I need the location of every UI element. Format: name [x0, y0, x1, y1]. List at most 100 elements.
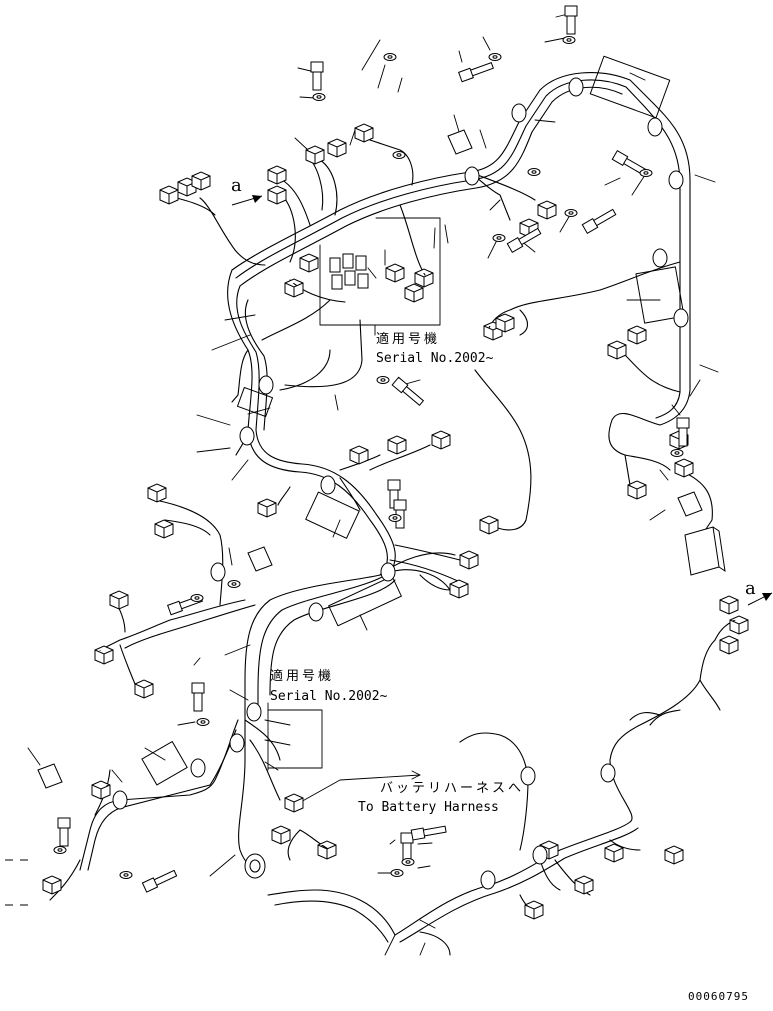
washer-hole-icon	[674, 451, 680, 455]
connector-icon	[42, 875, 62, 895]
connector-icon	[354, 123, 374, 143]
connector-icon	[674, 458, 694, 478]
connector-icon	[627, 325, 647, 345]
connector-icon	[299, 253, 319, 273]
drawing-number: 00060795	[688, 990, 749, 1003]
clamp-icon	[532, 845, 548, 865]
mounting-plates	[141, 55, 685, 786]
clamp-icon	[647, 117, 663, 137]
connector-icon	[284, 793, 304, 813]
battery-harness-en-label: To Battery Harness	[358, 800, 499, 815]
connector-icon	[524, 900, 544, 920]
connector-icon	[94, 645, 114, 665]
clamp-icon	[190, 758, 206, 778]
clamp-icon	[246, 702, 262, 722]
connector-icon	[349, 445, 369, 465]
washer-hole-icon	[492, 55, 498, 59]
connector-icon	[257, 498, 277, 518]
clamp-icon	[600, 763, 616, 783]
spacer-icon	[37, 763, 63, 789]
washer-hole-icon	[566, 38, 572, 42]
spacer-icon	[247, 546, 273, 572]
upper-main-harness	[227, 72, 691, 706]
bolt-icon	[141, 869, 178, 893]
relay-box-icon	[684, 526, 726, 576]
connector-icon	[664, 845, 684, 865]
bolt-icon	[391, 376, 425, 407]
connector-icon	[483, 321, 503, 341]
connector-icon	[317, 840, 337, 860]
relay-icon	[331, 274, 343, 290]
left-middle-harness	[99, 444, 461, 685]
washer-hole-icon	[496, 236, 502, 240]
clamp-icon	[320, 475, 336, 495]
connector-icon	[719, 635, 739, 655]
clamp-icon	[229, 733, 245, 753]
connector-icon	[385, 263, 405, 283]
relay-icon	[357, 273, 369, 289]
bolt-icon	[57, 817, 71, 847]
washer-hole-icon	[394, 871, 400, 875]
connector-icon	[305, 145, 325, 165]
connector-icon	[479, 515, 499, 535]
bolt-icon	[676, 417, 690, 447]
clamp-icon	[464, 166, 480, 186]
connector-icon	[729, 615, 749, 635]
relay-icon	[355, 255, 367, 271]
applicability-bracket-upper	[319, 217, 441, 336]
connector-icon	[387, 435, 407, 455]
connector-icon	[109, 590, 129, 610]
applicability-note-upper: 適用号機 Serial No.2002~	[376, 331, 494, 366]
washer-hole-icon	[231, 582, 237, 586]
connector-icon	[449, 579, 469, 599]
clamp-icon	[112, 790, 128, 810]
washer-hole-icon	[392, 516, 398, 520]
clamp-icon	[210, 562, 226, 582]
connector-icon	[537, 200, 557, 220]
relay-icon	[342, 253, 354, 269]
connector-icon	[459, 550, 479, 570]
relay-icon	[329, 257, 341, 273]
clamp-icon	[673, 308, 689, 328]
clamp-icon	[380, 562, 396, 582]
connection-letter: a	[231, 175, 242, 196]
applicability-bracket-lower	[267, 702, 323, 771]
washer-hole-icon	[380, 378, 386, 382]
connection-mark-top: a	[231, 175, 263, 206]
connector-icon	[134, 679, 154, 699]
connector-icon	[147, 483, 167, 503]
connector-icon	[607, 340, 627, 360]
clamp-icon	[308, 602, 324, 622]
bolt-icon	[393, 499, 407, 529]
connector-icon	[267, 165, 287, 185]
connector-icon	[284, 278, 304, 298]
clamp-icon	[511, 103, 527, 123]
washer-hole-icon	[405, 860, 411, 864]
spacer-icon	[677, 491, 703, 517]
connector-icon	[414, 268, 434, 288]
battery-harness-jp-label: バッテリハーネスへ	[380, 781, 524, 796]
connector-icon	[327, 138, 347, 158]
connector-icon	[719, 595, 739, 615]
connector-icon	[604, 843, 624, 863]
washer-hole-icon	[57, 848, 63, 852]
round-connector-inner-icon	[249, 859, 261, 873]
connector-icon	[271, 825, 291, 845]
battery-harness-leader	[289, 770, 421, 809]
clamp-icon	[668, 170, 684, 190]
washer-hole-icon	[316, 95, 322, 99]
washer-hole-icon	[531, 170, 537, 174]
bolt-icon	[400, 832, 414, 862]
washer-hole-icon	[194, 596, 200, 600]
connector-icon	[495, 313, 515, 333]
connector-icon	[404, 283, 424, 303]
bolt-icon	[581, 208, 617, 235]
connection-mark-right: a	[745, 578, 773, 606]
washer-hole-icon	[396, 153, 402, 157]
bolt-icon	[310, 61, 324, 91]
applicability-serial-label: Serial No.2002~	[376, 351, 494, 366]
harness-components	[5, 5, 749, 920]
applicability-jp-label: 適用号機	[270, 668, 334, 684]
connector-icon	[91, 780, 111, 800]
